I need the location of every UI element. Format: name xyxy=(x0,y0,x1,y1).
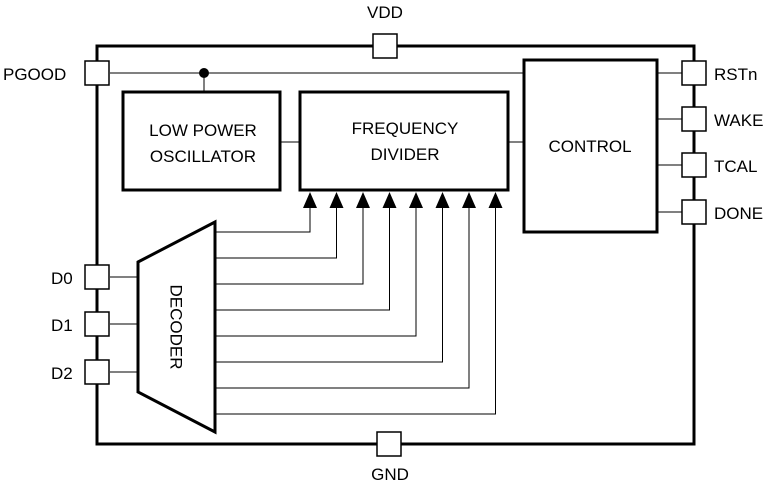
pgood-label: PGOOD xyxy=(3,65,66,84)
wake-pin xyxy=(681,106,707,132)
gnd-pin xyxy=(376,431,402,457)
d0-label: D0 xyxy=(51,269,73,288)
divider-block xyxy=(298,90,510,192)
decoder-output-lines xyxy=(215,192,503,415)
arrow-up-icon xyxy=(462,192,476,208)
decoder-output-line xyxy=(215,208,311,233)
rstn-pin xyxy=(681,60,707,86)
divider-label-2: DIVIDER xyxy=(371,145,440,164)
rstn-label: RSTn xyxy=(714,65,757,84)
decoder-output-line xyxy=(215,208,470,389)
decoder-label: DECODER xyxy=(167,284,186,369)
arrow-up-icon xyxy=(329,192,344,208)
decoder-output-line xyxy=(215,208,496,415)
vdd-label: VDD xyxy=(367,3,403,22)
wake-label: WAKE xyxy=(714,111,763,130)
decoder-output-line xyxy=(215,208,390,311)
arrow-up-icon xyxy=(382,192,397,208)
tcal-pin xyxy=(681,152,707,178)
gnd-label: GND xyxy=(371,465,409,484)
oscillator-block xyxy=(121,90,282,192)
arrow-up-icon xyxy=(435,192,450,208)
d2-label: D2 xyxy=(51,364,73,383)
vdd-pin xyxy=(372,33,398,59)
decoder-output-line xyxy=(215,208,364,285)
done-pin xyxy=(681,199,707,225)
divider-label-1: FREQUENCY xyxy=(352,119,459,138)
d1-label: D1 xyxy=(51,316,73,335)
oscillator-label-1: LOW POWER xyxy=(149,121,257,140)
decoder-output-line xyxy=(215,208,337,259)
decoder-output-line xyxy=(215,208,417,337)
pgood-pin xyxy=(84,60,110,86)
d2-pin xyxy=(84,359,110,385)
tcal-label: TCAL xyxy=(714,157,757,176)
d0-pin xyxy=(84,264,110,290)
done-label: DONE xyxy=(714,204,763,223)
d1-pin xyxy=(84,311,110,337)
control-block xyxy=(522,58,659,234)
oscillator-label-2: OSCILLATOR xyxy=(150,147,256,166)
arrow-up-icon xyxy=(488,192,503,208)
decoder-block xyxy=(136,219,217,435)
arrow-up-icon xyxy=(303,192,317,208)
control-label: CONTROL xyxy=(548,137,631,156)
arrow-up-icon xyxy=(409,192,423,208)
junction-dot xyxy=(199,68,209,78)
arrow-up-icon xyxy=(356,192,370,208)
decoder-output-line xyxy=(215,208,443,363)
